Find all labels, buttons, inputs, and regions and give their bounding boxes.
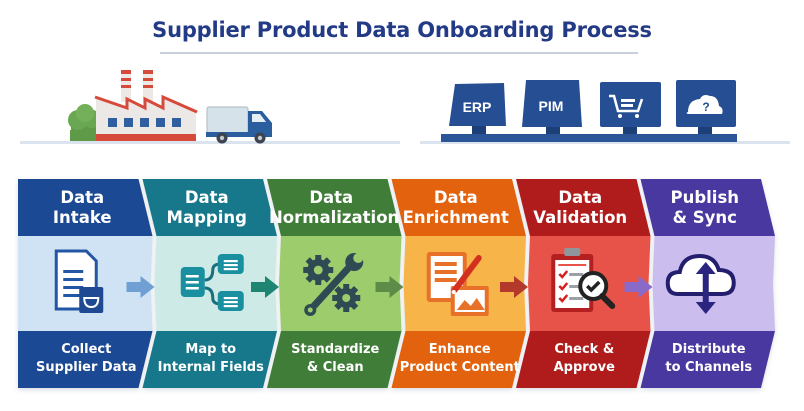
arrow-right-icon xyxy=(375,276,404,298)
step-header-band xyxy=(516,179,651,236)
step-header-band xyxy=(267,179,402,236)
step-title-line: Validation xyxy=(533,208,628,227)
arrow-right-icon xyxy=(500,276,528,298)
step-title-line: Data xyxy=(184,188,229,207)
step-header-band xyxy=(18,179,153,236)
document-edit-image-icon xyxy=(426,252,489,316)
step-description-line: Standardize xyxy=(291,342,380,357)
step-footer-band xyxy=(142,331,277,388)
step-title-line: Mapping xyxy=(166,208,247,227)
tree-icon xyxy=(68,104,104,141)
step-footer-band xyxy=(18,331,153,388)
title-underline xyxy=(160,52,638,54)
field-mapping-icon xyxy=(180,254,244,311)
step-title-line: Data xyxy=(309,188,354,207)
step-description-line: to Channels xyxy=(665,360,753,375)
document-inbox-icon xyxy=(54,249,104,313)
step-title: Publish& Sync xyxy=(643,188,768,228)
cloud-sync-icon xyxy=(665,253,736,314)
step-title-line: & Sync xyxy=(672,208,737,227)
step-description: Map to Internal Fields xyxy=(149,341,274,377)
step-description-line: Distribute xyxy=(671,342,746,357)
arrow-right-icon xyxy=(624,276,653,298)
step-header-band xyxy=(640,179,775,236)
step-description-line: & Clean xyxy=(306,360,364,375)
shopping-cart-icon xyxy=(600,82,661,134)
step-title-line: Publish xyxy=(670,188,740,207)
help-question-icon: ? xyxy=(676,80,736,134)
step-description-line: Check & xyxy=(554,342,615,357)
step-description-line: Supplier Data xyxy=(36,360,137,375)
step-description-line: Collect xyxy=(61,342,112,357)
step-description: Distribute to Channels xyxy=(647,341,772,377)
delivery-truck-icon xyxy=(206,106,272,144)
monitor-icon: ERP xyxy=(449,83,506,134)
step-title-line: Data xyxy=(558,188,603,207)
header-scene: ERP PIM ? xyxy=(20,70,790,144)
step-description: Standardize & Clean xyxy=(273,341,398,377)
step-footer-band xyxy=(267,331,402,388)
step-title-line: Data xyxy=(433,188,478,207)
step-description-line: Internal Fields xyxy=(157,360,264,375)
step-title-line: Enrichment xyxy=(402,208,509,227)
step-description-line: Map to xyxy=(185,342,237,357)
step-6 xyxy=(640,179,775,388)
ground-right xyxy=(420,141,790,144)
ground-left xyxy=(20,141,400,144)
step-footer-band xyxy=(391,331,526,388)
step-description-line: Approve xyxy=(553,360,615,375)
step-description-line: Enhance xyxy=(428,342,491,357)
factory-icon xyxy=(94,70,198,141)
arrow-right-icon xyxy=(126,276,155,298)
step-description: Check & Approve xyxy=(522,341,647,377)
svg-text:?: ? xyxy=(702,100,709,114)
step-2 xyxy=(142,179,277,388)
step-body-band xyxy=(154,236,277,331)
step-footer-band xyxy=(516,331,651,388)
step-header-band xyxy=(391,179,526,236)
step-title-line: Data xyxy=(60,188,105,207)
monitor-icon: PIM xyxy=(522,80,582,134)
checklist-magnifier-icon xyxy=(551,248,616,312)
arrow-right-icon xyxy=(251,276,279,298)
step-header-band xyxy=(142,179,277,236)
step-footer-band xyxy=(640,331,775,388)
gear-wrench-icon xyxy=(303,253,364,316)
page-title: Supplier Product Data Onboarding Process xyxy=(152,18,652,42)
step-title-line: Intake xyxy=(52,208,112,227)
step-description-line: Product Content xyxy=(399,360,520,375)
step-title-line: Normalization xyxy=(269,208,400,227)
system-label-erp: ERP xyxy=(463,99,492,115)
systems-shelf xyxy=(441,134,737,142)
system-label-pim: PIM xyxy=(539,98,564,114)
